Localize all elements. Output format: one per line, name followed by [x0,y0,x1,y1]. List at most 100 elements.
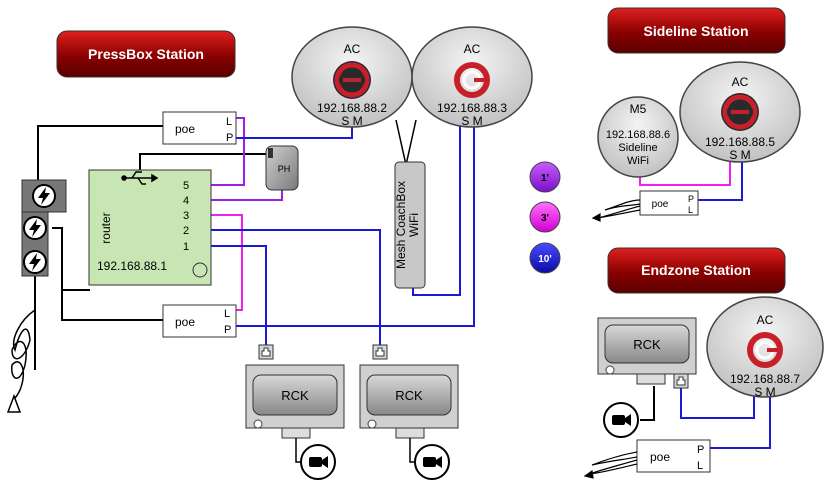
power-cable-coil [6,309,36,413]
station-title-sideline-text: Sideline Station [643,23,748,39]
station-title-pressbox-text: PressBox Station [88,46,204,62]
lightning-icon [32,184,56,208]
legend-item-10ft: 10' [529,242,561,274]
station-title-pressbox: PressBox Station [56,30,236,78]
router: router 5 4 3 2 1 192.168.88.1 [88,169,212,286]
router-label: router [99,212,113,243]
poe-port-l: L [697,460,703,472]
power-strip [21,179,67,277]
ac-node-1: AC 192.168.88.2 S M [291,26,413,128]
wire-blue-port1-rck1 [196,245,267,345]
m5-line1: Sideline [618,142,657,154]
lightning-icon [23,250,47,274]
legend-label-3ft: 3' [541,213,549,224]
ph-device: PH [265,145,299,191]
mesh-wifi-label: WiFi [407,213,421,237]
router-ip: 192.168.88.1 [97,259,167,273]
ac-ports: S M [341,114,362,128]
poe-label: poe [175,122,195,136]
wire-black-poe2 [52,227,163,321]
m5-line2: WiFi [627,155,649,167]
wire-magenta-port3-poe2 [196,214,243,311]
ac-ports: S M [729,148,750,162]
wire-purple-port4-ph [196,190,283,201]
network-port-icon [673,373,689,389]
poe-port-l: L [224,308,230,320]
wire-blue-mesh-ac3 [412,122,461,296]
m5-ip: 192.168.88.6 [606,129,670,141]
ac-ip: 192.168.88.3 [437,101,507,115]
camera-icon [414,444,450,480]
router-reset-circle [192,262,208,278]
mesh-coachbox: Mesh CoachBox WiFi [394,161,426,289]
poe-box-2: poe L P [162,304,237,338]
station-title-sideline: Sideline Station [607,7,786,54]
poe-box-endzone: poe P L [636,439,711,473]
wire-blue-endzone-poe-ac [708,395,771,449]
poe-port-p: P [224,324,231,336]
ac-ip: 192.168.88.2 [317,101,387,115]
router-port-5: 5 [183,180,189,192]
ac-label: AC [732,75,749,89]
ph-label: PH [278,164,291,174]
mesh-label: Mesh CoachBox [394,181,408,269]
poe-port-l: L [226,116,232,128]
router-port-1: 1 [183,241,189,253]
legend-item-1ft: 1' [529,161,561,193]
poe-box-1: poe L P [162,111,237,145]
endzone-cables [583,451,638,479]
ac-ip: 192.168.88.7 [730,372,800,386]
ac-label: AC [757,313,774,327]
wires [34,117,771,449]
wire-blue-poe2-ac3 [236,122,475,327]
poe-label: poe [652,199,669,210]
rck-label: RCK [281,388,309,403]
wire-blue-port2-rck2 [196,229,381,345]
logo-icon [333,61,371,99]
wire-magenta-m5-poe [639,160,731,186]
antenna [395,119,417,166]
rck-label: RCK [395,388,423,403]
network-port-icon [372,344,388,360]
poe-label: poe [175,315,195,329]
ac-ports: S M [461,114,482,128]
ac-node-sideline: AC 192.168.88.5 S M [679,61,801,163]
logo-icon [721,93,759,131]
rck-label: RCK [633,337,661,352]
wire-black-poe1 [37,125,163,180]
sideline-cables [591,199,641,222]
camera-icon [603,402,639,438]
station-title-endzone-text: Endzone Station [641,262,751,278]
poe-box-sideline: poe P L [639,190,699,216]
station-title-endzone: Endzone Station [607,247,786,294]
legend-label-1ft: 1' [541,173,549,184]
router-port-3: 3 [183,210,189,222]
m5-node: M5 192.168.88.6 Sideline WiFi [597,96,679,178]
router-port-2: 2 [183,225,189,237]
poe-port-p: P [697,444,704,456]
rck-unit-endzone: RCK [597,317,697,438]
wire-black-endzone-cam [640,386,655,421]
poe-port-p: P [226,132,233,144]
ac-ports: S M [754,385,775,399]
m5-label: M5 [630,102,647,116]
router-port-4: 4 [183,195,189,207]
rck-unit-1: RCK [245,344,345,480]
wire-purple-poe1-port5 [196,117,245,186]
usb-icon [121,171,159,185]
wire-black-router-usb [139,153,270,174]
wire-blue-endzone-rck-ac [680,386,755,419]
poe-port-l: L [688,205,693,215]
cable-length-legend: 1' 3' 10' [529,161,561,274]
rck-unit-2: RCK [359,344,459,480]
ac-label: AC [344,42,361,56]
legend-item-3ft: 3' [529,201,561,233]
ac-ip: 192.168.88.5 [705,135,775,149]
network-port-icon [258,344,274,360]
poe-label: poe [650,450,670,464]
ac-node-2: AC 192.168.88.3 S M [411,26,533,128]
poe-port-p: P [688,194,694,204]
legend-label-10ft: 10' [538,254,552,265]
